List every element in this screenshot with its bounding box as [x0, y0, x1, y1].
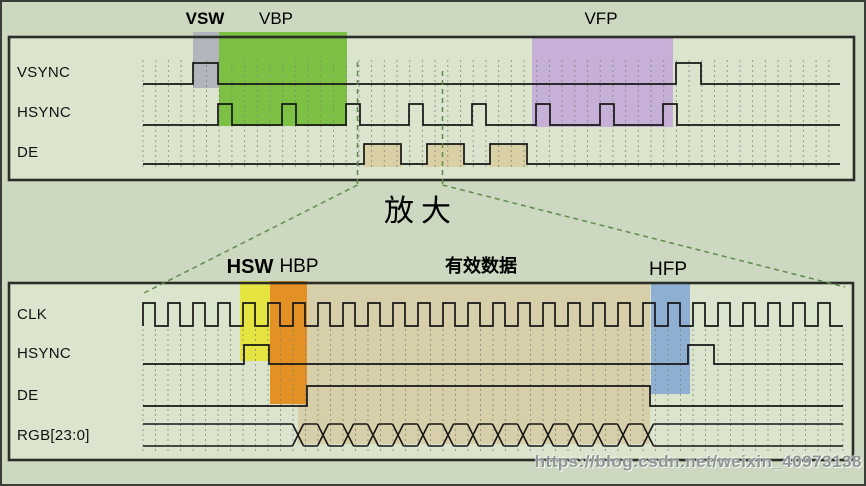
- bottom-signal-label-hsync: HSYNC: [17, 345, 72, 362]
- label-hbp: HBP: [279, 256, 319, 277]
- bottom-signal-label-rgb-bus: RGB[23:0]: [17, 427, 90, 444]
- top-signal-label-hsync: HSYNC: [17, 104, 72, 121]
- zoom-in-label: 放大: [384, 195, 458, 228]
- label-hsw: HSW: [226, 256, 274, 278]
- top-timing-panel: [7, 32, 856, 182]
- label-hfp: HFP: [649, 259, 687, 280]
- zoom-cone-lines: [143, 62, 846, 294]
- top-signal-label-de: DE: [17, 144, 39, 161]
- top-signal-label-vsync: VSYNC: [17, 64, 71, 81]
- bottom-signal-label-clk: CLK: [17, 306, 48, 323]
- label-vbp: VBP: [258, 9, 294, 28]
- label-valid-data: 有效数据: [445, 256, 517, 276]
- label-vsw: VSW: [185, 9, 225, 28]
- watermark-url: https://blog.csdn.net/weixin_40973138: [534, 452, 862, 471]
- label-vfp: VFP: [584, 9, 618, 28]
- bottom-timing-panel: [7, 281, 855, 462]
- bottom-signal-label-de: DE: [17, 387, 39, 404]
